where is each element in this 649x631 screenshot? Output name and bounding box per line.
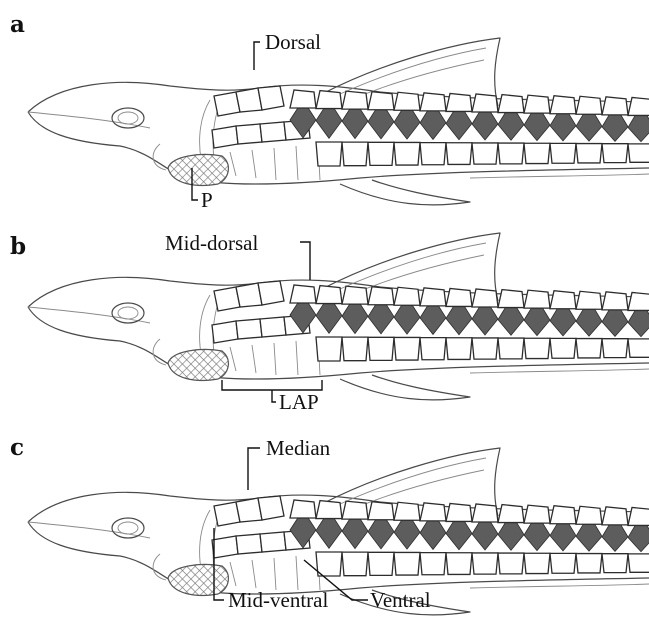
panel-letter-a: a <box>10 11 25 38</box>
fish-drawing-c <box>28 448 649 615</box>
label-dorsal: Dorsal <box>265 30 321 54</box>
panel-letter-c: c <box>10 434 24 461</box>
panel-c <box>28 448 649 615</box>
label-ventral: Ventral <box>370 588 431 612</box>
leader-dorsal <box>254 42 260 70</box>
fish-drawing-a <box>28 38 649 205</box>
label-p: P <box>201 188 213 212</box>
leader-median <box>248 448 260 490</box>
leader-mid-dorsal <box>300 242 310 280</box>
panel-b <box>28 233 649 400</box>
panel-letter-b: b <box>10 233 26 260</box>
fish-drawing-b <box>28 233 649 400</box>
label-median: Median <box>266 436 331 460</box>
label-mid-dorsal: Mid-dorsal <box>165 231 258 255</box>
panel-a <box>28 38 649 205</box>
label-lap: LAP <box>279 390 319 414</box>
label-mid-ventral: Mid-ventral <box>228 588 328 612</box>
